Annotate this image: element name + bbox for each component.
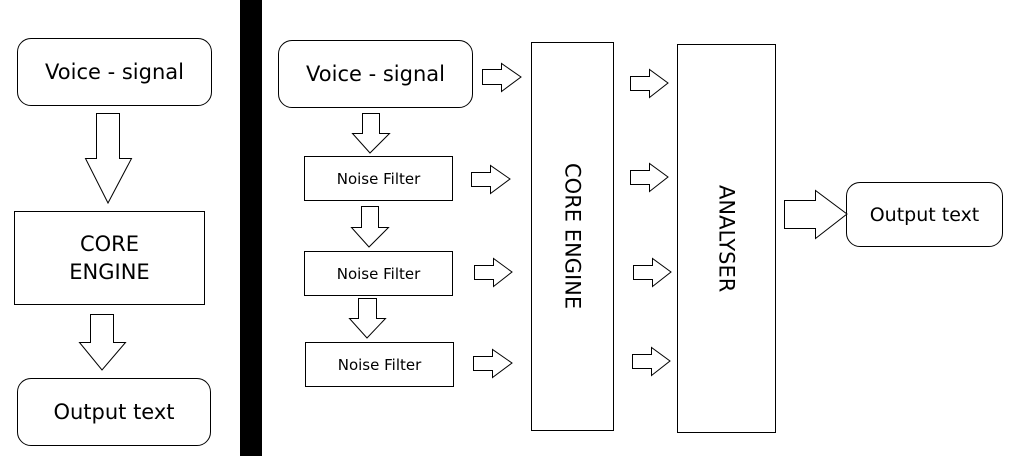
noise-filter-box-1: Noise Filter [304,156,453,201]
left-voice-signal-box: Voice - signal [17,38,212,106]
arrow-down-icon [84,113,133,205]
arrow-right-icon [633,257,672,288]
left-voice-signal-label: Voice - signal [45,60,184,84]
arrow-right-icon [630,162,669,193]
noise-filter-label: Noise Filter [337,355,422,374]
right-voice-signal-box: Voice - signal [278,40,473,108]
arrow-right-icon [630,68,669,99]
arrow-down-icon [350,206,390,248]
noise-filter-box-2: Noise Filter [304,251,453,296]
arrow-right-icon [784,189,848,240]
arrow-right-icon [471,164,511,195]
arrow-down-icon [348,298,387,339]
arrow-right-icon [632,346,671,377]
core-engine-box: CORE ENGINE [531,42,614,431]
left-core-engine-label-line2: ENGINE [69,260,150,284]
right-output-text-label: Output text [869,203,980,226]
core-engine-label: CORE ENGINE [560,163,585,310]
right-voice-signal-label: Voice - signal [306,62,445,86]
panel-divider [240,0,262,456]
arrow-right-icon [474,257,513,288]
noise-filter-label: Noise Filter [336,264,421,283]
right-output-text-box: Output text [846,182,1003,247]
left-output-text-box: Output text [17,378,211,446]
analyser-label: ANALYSER [714,184,739,293]
analyser-box: ANALYSER [677,44,776,433]
arrow-down-icon [351,113,391,154]
noise-filter-box-3: Noise Filter [305,342,454,387]
left-core-engine-box: CORE ENGINE [14,211,205,305]
arrow-down-icon [78,314,127,371]
left-core-engine-label-line1: CORE [79,232,140,256]
left-output-text-label: Output text [53,400,175,424]
noise-filter-label: Noise Filter [336,169,421,188]
arrow-right-icon [482,62,522,93]
arrow-right-icon [473,348,513,379]
